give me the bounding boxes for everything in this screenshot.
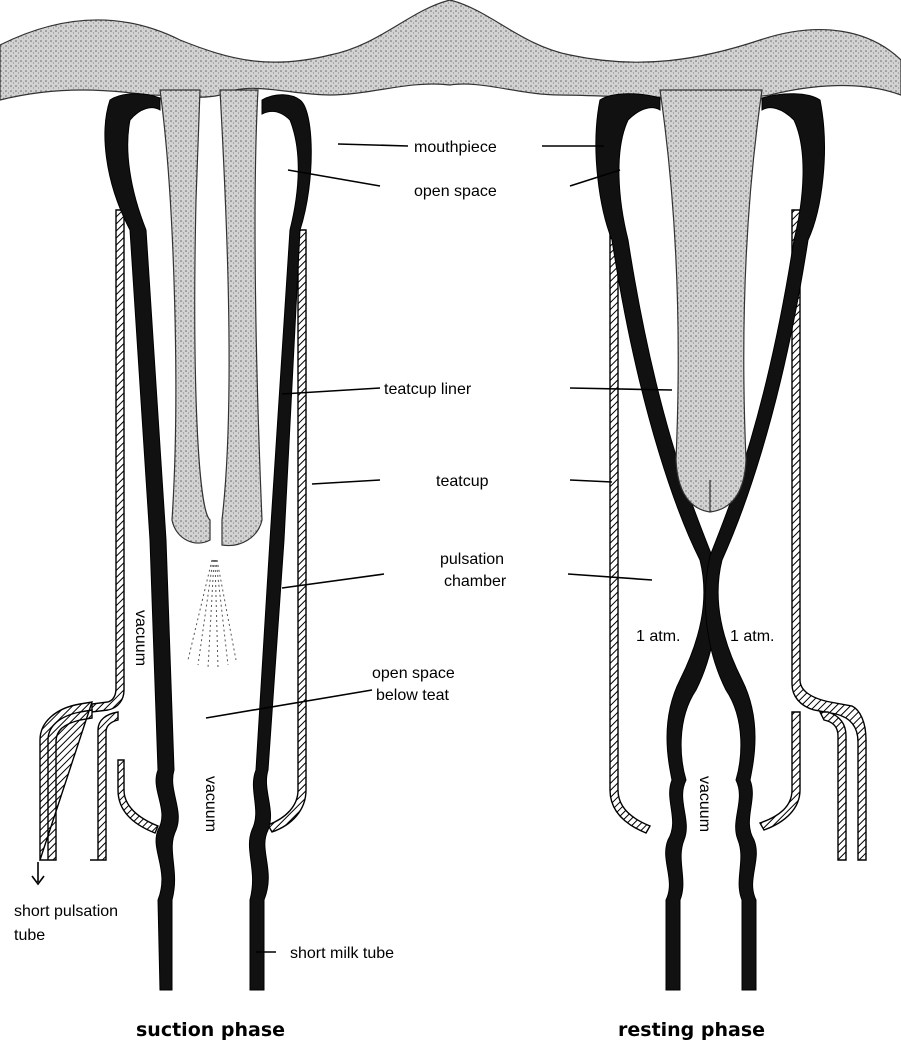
teatcup-wall-right-r [792, 210, 866, 860]
caption-resting-phase: resting phase [618, 1019, 765, 1041]
label-open-space-below-2: below teat [376, 687, 449, 704]
short-pulsation-tube [40, 702, 92, 860]
label-vacuum-left-2: vacuum [202, 776, 219, 832]
label-vacuum-left-1: vacuum [132, 610, 149, 666]
teat-r [660, 90, 762, 512]
label-short-milk-tube: short milk tube [290, 945, 394, 962]
label-open-space-below-1: open space [372, 665, 455, 682]
label-chamber: chamber [444, 573, 507, 590]
label-teatcup: teatcup [436, 473, 489, 490]
caption-suction-phase: suction phase [136, 1019, 285, 1041]
milk-spray [188, 560, 236, 668]
label-1atm-right: 1 atm. [730, 628, 774, 645]
label-short-pulsation-1: short pulsation [14, 903, 118, 920]
suction-phase-teatcup [40, 90, 311, 990]
leader-lines [32, 144, 672, 952]
label-open-space: open space [414, 183, 497, 200]
label-teatcup-liner: teatcup liner [384, 381, 472, 398]
teatcup-wall-left [92, 210, 124, 712]
label-short-pulsation-2: tube [14, 927, 45, 944]
pulsation-tube-inner [90, 712, 118, 860]
resting-phase-teatcup [596, 90, 866, 990]
teatcup-bottom-right-r [760, 712, 800, 830]
pulsation-tube-r [820, 712, 846, 860]
teatcup-bottom-left [118, 760, 158, 833]
label-vacuum-right: vacuum [696, 776, 713, 832]
teat-left [160, 90, 210, 543]
label-mouthpiece: mouthpiece [414, 139, 497, 156]
label-pulsation: pulsation [440, 551, 504, 568]
udder [0, 0, 901, 100]
teat-right [220, 90, 262, 546]
label-1atm-left: 1 atm. [636, 628, 680, 645]
